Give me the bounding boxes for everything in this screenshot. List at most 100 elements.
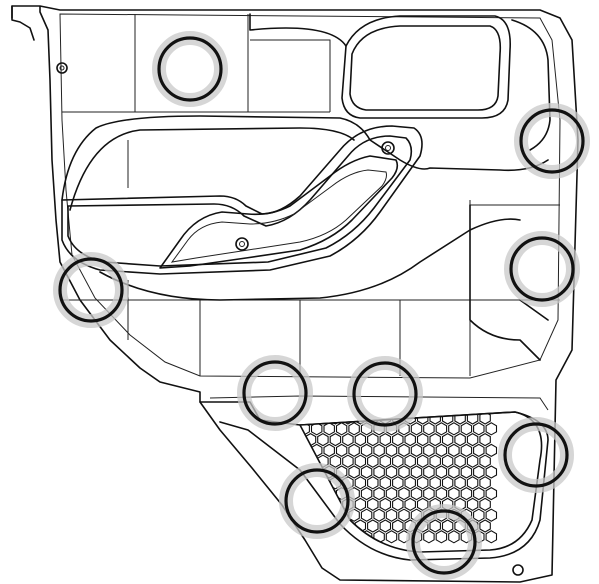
grille-hex — [317, 412, 329, 425]
grille-hex — [379, 476, 392, 490]
grille-hex — [435, 443, 448, 458]
grille-hex — [385, 465, 398, 479]
grille-hex — [373, 465, 385, 479]
grille-hex — [304, 412, 317, 425]
grille-hex — [367, 476, 379, 490]
grille-hex — [416, 476, 429, 490]
grille-hex — [304, 497, 317, 512]
grille-hex — [441, 432, 454, 447]
grille-hex — [448, 486, 460, 501]
grille-hex — [300, 486, 310, 501]
grille-hex — [329, 454, 342, 468]
grille-hex — [473, 465, 485, 479]
grille-hex — [460, 422, 473, 436]
grille-hex — [454, 412, 466, 425]
clip-marker-middle-right — [504, 231, 580, 307]
tab-screw-center — [59, 65, 65, 71]
grille-hex — [410, 422, 423, 436]
grille-hex — [441, 519, 454, 533]
grille-hex — [473, 422, 485, 436]
grille-hex — [317, 432, 329, 447]
grille-hex — [441, 412, 454, 425]
door-pull-recess — [341, 15, 512, 119]
grille-hex — [485, 530, 498, 544]
armrest-grab-inner — [170, 169, 387, 263]
grille-hex — [454, 454, 466, 468]
clip-marker-speaker-bottom — [406, 504, 482, 580]
grille-hex — [398, 465, 410, 479]
grille-hex — [373, 486, 385, 501]
grille-hex — [435, 486, 448, 501]
grille-hex — [385, 443, 398, 458]
grille-hex — [379, 519, 392, 533]
clip-marker-upper-right — [514, 103, 590, 179]
grille-hex — [479, 412, 491, 425]
armrest-screw-lower — [235, 237, 249, 251]
clip-marker-upper-left — [152, 31, 228, 107]
grille-hex — [342, 432, 354, 447]
grille-hex — [460, 465, 473, 479]
grille-hex — [398, 486, 410, 501]
clip-marker-lower-center-left — [237, 355, 313, 431]
grille-hex — [454, 476, 466, 490]
grille-hex — [323, 422, 335, 436]
grille-hex — [485, 443, 498, 458]
grille-hex — [335, 443, 348, 458]
grille-hex — [392, 454, 404, 468]
grille-hex — [323, 486, 335, 501]
grille-hex — [404, 454, 416, 468]
grille-hex — [423, 465, 435, 479]
clip-marker-speaker-lower-left — [279, 463, 355, 539]
armrest-grab-channel — [159, 155, 399, 269]
clip-marker-speaker-right — [498, 417, 574, 493]
armrest-upper-contour — [61, 115, 549, 201]
grille-hex — [473, 443, 485, 458]
armrest-pad-inner — [67, 135, 413, 267]
grille-hex — [392, 476, 404, 490]
grille-hex — [473, 486, 485, 501]
upper-trim-sweep — [249, 13, 551, 151]
grille-hex — [423, 422, 435, 436]
grille-hex — [479, 497, 491, 512]
grille-hex — [416, 497, 429, 512]
grille-hex — [367, 497, 379, 512]
grille-hex — [367, 519, 379, 533]
grille-hex — [416, 454, 429, 468]
grille-hex — [385, 530, 398, 544]
door-pull-recess-inner — [349, 25, 502, 111]
grille-hex — [441, 454, 454, 468]
grille-hex — [466, 497, 479, 512]
map-pocket-outline — [199, 401, 549, 561]
grille-hex — [354, 497, 367, 512]
grille-hex — [354, 432, 367, 447]
armrest-screw-upper-center — [385, 145, 391, 151]
grille-hex — [479, 454, 491, 468]
grille-hex — [485, 486, 498, 501]
armrest-screw-lower-center — [239, 241, 245, 247]
grille-hex — [392, 497, 404, 512]
seam-lines — [62, 14, 560, 376]
grille-hex — [435, 465, 448, 479]
grille-hex — [385, 508, 398, 522]
armrest-shelf — [69, 127, 355, 211]
grille-hex — [360, 508, 373, 522]
panel-top-flange — [11, 5, 35, 41]
grille-hex — [429, 432, 441, 447]
clip-marker-lower-center-right — [347, 356, 423, 432]
clip-marker-left-armrest — [53, 252, 129, 328]
armrest-pad — [61, 125, 423, 275]
grille-hex — [398, 443, 410, 458]
grille-hex — [398, 508, 410, 522]
armrest-lower-sweep — [99, 218, 521, 301]
grille-hex — [335, 422, 348, 436]
grille-hex — [435, 422, 448, 436]
grille-hex — [300, 432, 304, 447]
grille-hex — [392, 432, 404, 447]
armrest-screw-upper — [381, 141, 395, 155]
bottom-screw — [512, 564, 524, 576]
tab-screw — [56, 62, 68, 74]
grille-hex — [379, 432, 392, 447]
grille-hex — [429, 476, 441, 490]
grille-hex — [460, 443, 473, 458]
